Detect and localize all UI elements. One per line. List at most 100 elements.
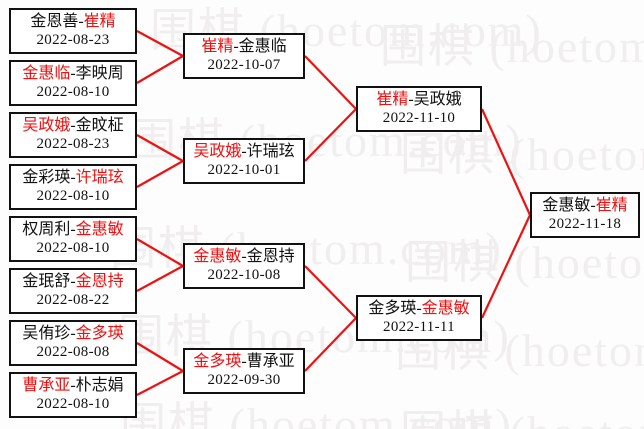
player-loser: 金恩善 <box>30 13 79 30</box>
match-date: 2022-10-07 <box>207 56 281 73</box>
player-loser: 吴政娥 <box>413 91 462 108</box>
player-loser: 朴志娟 <box>75 377 124 394</box>
match-players: 曹承亚-朴志娟 <box>11 377 135 396</box>
player-loser: 金多瑛 <box>368 300 417 317</box>
connector-line <box>136 265 184 292</box>
player-separator: - <box>70 325 76 342</box>
player-separator: - <box>241 353 247 370</box>
connector-line <box>136 238 184 267</box>
player-separator: - <box>408 91 414 108</box>
match-date: 2022-08-10 <box>36 83 110 100</box>
match-players: 金惠临-李映周 <box>11 65 135 84</box>
match-players: 金多瑛-金惠敏 <box>358 300 480 319</box>
connector-line <box>481 214 531 319</box>
player-loser: 金恩持 <box>246 248 295 265</box>
player-separator: - <box>70 65 76 82</box>
match-date: 2022-08-23 <box>36 135 110 152</box>
match-players: 权周利-金惠敏 <box>11 221 135 240</box>
player-winner: 金惠临 <box>22 65 71 82</box>
player-winner: 金恩持 <box>75 273 124 290</box>
player-winner: 崔精 <box>376 91 409 108</box>
match-players: 金恩善-崔精 <box>11 13 135 32</box>
player-winner: 金多瑛 <box>75 325 124 342</box>
player-loser: 金旼柾 <box>75 117 124 134</box>
match-date: 2022-09-30 <box>207 371 281 388</box>
match-players: 吴政娥-金旼柾 <box>11 117 135 136</box>
player-winner: 许瑞玹 <box>75 169 124 186</box>
player-winner: 金多瑛 <box>193 353 242 370</box>
match-date: 2022-11-18 <box>548 215 622 232</box>
match-date: 2022-11-11 <box>383 318 455 335</box>
player-loser: 曹承亚 <box>246 353 295 370</box>
player-loser: 吴侑珍 <box>22 325 71 342</box>
player-separator: - <box>70 169 76 186</box>
player-loser: 金惠临 <box>238 38 287 55</box>
player-separator: - <box>70 117 76 134</box>
match-players: 崔精-吴政娥 <box>358 91 480 110</box>
player-winner: 崔精 <box>595 197 628 214</box>
player-winner: 金惠敏 <box>75 221 124 238</box>
player-winner: 吴政娥 <box>193 143 242 160</box>
player-winner: 曹承亚 <box>22 377 71 394</box>
match-players: 金彩瑛-许瑞玹 <box>11 169 135 188</box>
player-separator: - <box>590 197 596 214</box>
match-players: 金珉舒-金恩持 <box>11 273 135 292</box>
watermark-text: 围棋 (hoetom.com) <box>120 399 513 429</box>
player-separator: - <box>78 13 84 30</box>
match-date: 2022-11-10 <box>382 109 456 126</box>
player-winner: 崔精 <box>83 13 116 30</box>
match-date: 2022-08-08 <box>36 343 110 360</box>
player-separator: - <box>241 248 247 265</box>
player-loser: 金惠敏 <box>542 197 591 214</box>
match-date: 2022-10-01 <box>207 161 281 178</box>
connector-line <box>136 30 184 57</box>
match-date: 2022-08-22 <box>36 291 110 308</box>
match-date: 2022-08-23 <box>36 31 110 48</box>
match-players: 崔精-金惠临 <box>185 38 303 57</box>
connector-line <box>136 134 184 162</box>
match-date: 2022-08-10 <box>36 239 110 256</box>
connector-line <box>136 55 184 84</box>
match-players: 金惠敏-崔精 <box>532 197 638 216</box>
watermark-text: 围棋 (hoetom.com) <box>110 223 503 274</box>
player-separator: - <box>70 221 76 238</box>
player-winner: 金惠敏 <box>421 300 470 317</box>
player-loser: 许瑞玹 <box>246 143 295 160</box>
connector-line <box>304 265 357 319</box>
connector-line <box>304 55 357 110</box>
match-players: 吴侑珍-金多瑛 <box>11 325 135 344</box>
player-loser: 金珉舒 <box>22 273 71 290</box>
player-separator: - <box>416 300 422 317</box>
player-separator: - <box>70 377 76 394</box>
connector-line <box>480 108 532 216</box>
match-date: 2022-10-08 <box>207 266 281 283</box>
player-separator: - <box>70 273 76 290</box>
match-players: 金多瑛-曹承亚 <box>185 353 303 372</box>
connector-line <box>136 160 184 188</box>
player-loser: 权周利 <box>22 221 71 238</box>
connector-line <box>304 317 357 372</box>
player-winner: 金惠敏 <box>193 248 242 265</box>
player-winner: 吴政娥 <box>22 117 71 134</box>
connector-line <box>136 342 184 372</box>
match-players: 金惠敏-金恩持 <box>185 248 303 267</box>
player-loser: 金彩瑛 <box>22 169 71 186</box>
connector-line <box>136 370 184 396</box>
match-players: 吴政娥-许瑞玹 <box>185 143 303 162</box>
